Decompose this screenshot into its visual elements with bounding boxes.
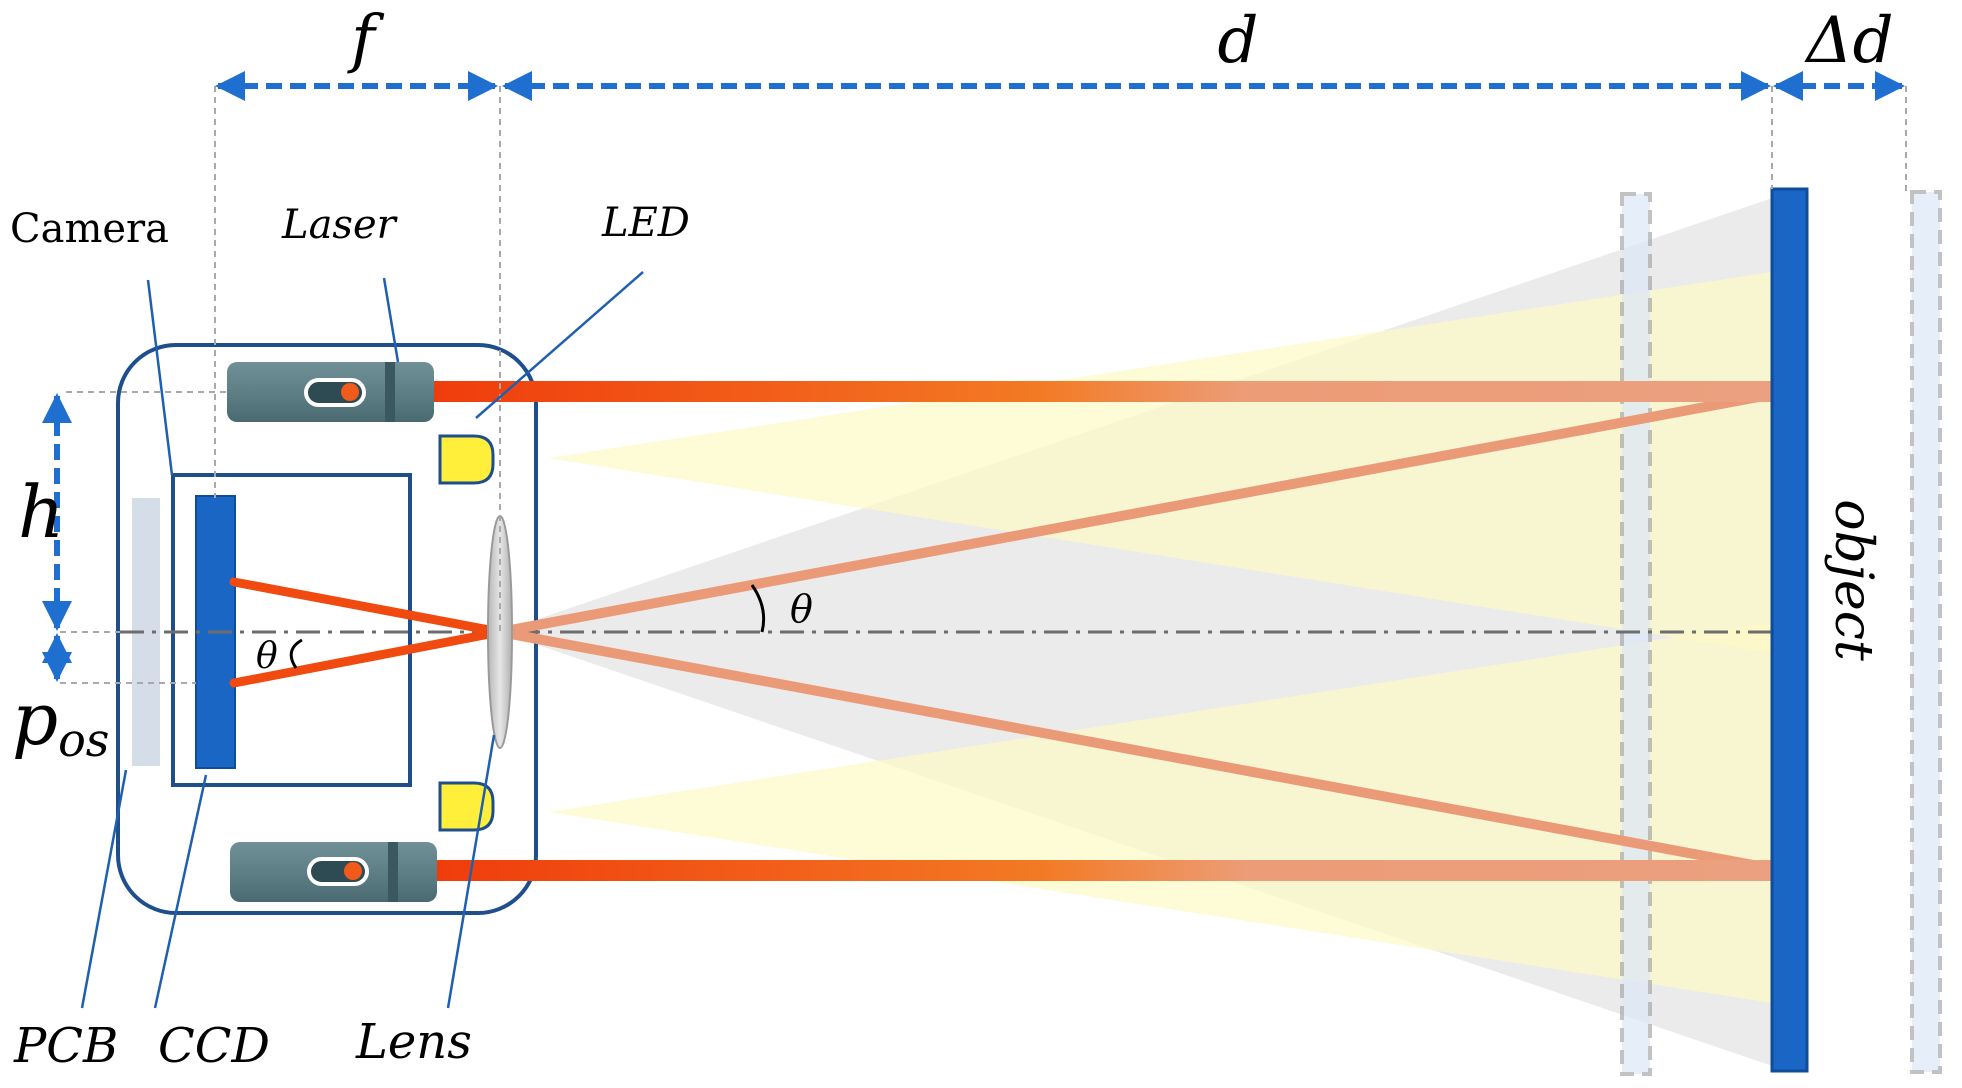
f-label: f <box>347 2 385 76</box>
object-near-ghost <box>1620 192 1652 1076</box>
camera-label: Camera <box>10 206 169 252</box>
laser-module-bottom-icon <box>230 842 437 902</box>
p-os-subscript: os <box>58 713 109 767</box>
theta-arc-right <box>750 584 766 633</box>
reflected-beam-to-ccd-lower <box>229 627 505 688</box>
led-top-icon <box>438 434 495 485</box>
led-top-illumination <box>548 270 1785 655</box>
lens-label: Lens <box>355 1014 472 1070</box>
delta-d-label: Δd <box>1803 4 1893 78</box>
pcb-label: PCB <box>13 1018 118 1074</box>
object-label: object <box>1823 499 1883 661</box>
d-label: d <box>1218 4 1259 78</box>
laser-beam-bottom <box>436 860 1782 881</box>
dimension-guide-lines <box>60 86 1907 684</box>
theta-arc-left <box>289 638 303 669</box>
p-os-label: pos <box>12 677 109 767</box>
camera-box <box>171 473 412 787</box>
object-far-ghost <box>1910 190 1942 1074</box>
laser-beam-top <box>432 381 1782 402</box>
p-os-main: p <box>12 677 58 761</box>
leader-lines <box>80 271 644 1009</box>
theta-right-label: θ <box>790 587 813 631</box>
object-target <box>1770 187 1809 1073</box>
led-bottom-illumination <box>548 620 1785 1005</box>
theta-left-label: θ <box>256 636 278 677</box>
ccd-label: CCD <box>158 1018 270 1074</box>
laser-module-top-icon <box>227 362 434 422</box>
reflected-beam-to-ccd-upper <box>229 577 505 637</box>
led-label: LED <box>601 200 690 246</box>
reflected-beam-lower-outside <box>495 627 1785 875</box>
laser-label: Laser <box>281 202 399 248</box>
h-label: h <box>18 470 64 554</box>
reflected-beam-upper-outside <box>495 388 1785 637</box>
